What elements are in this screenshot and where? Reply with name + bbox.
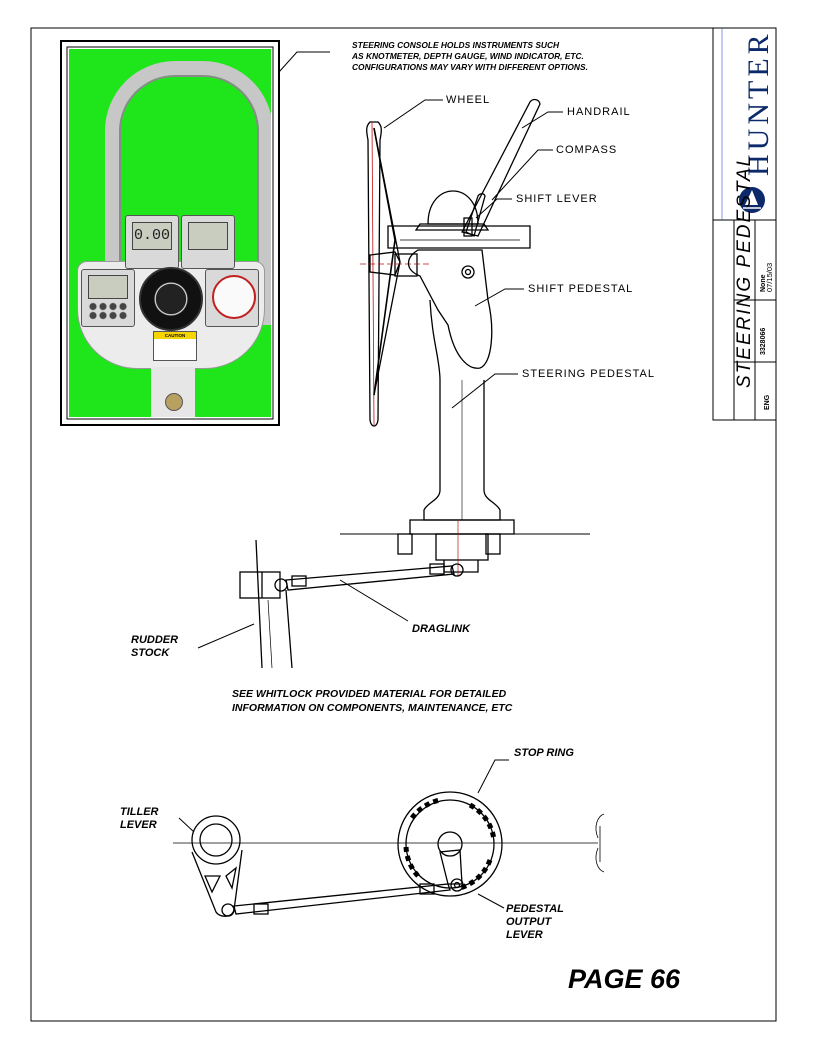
knotmeter-display: 0.00 [132,222,172,250]
whitlock-note-line-1: SEE WHITLOCK PROVIDED MATERIAL FOR DETAI… [232,688,507,700]
plan-view-drawing [173,791,605,917]
wind-dial [212,275,256,319]
label-tiller-lever: TILLER LEVER [120,806,159,832]
label-rudder-stock-line-2: STOCK [131,647,170,659]
console-note-line-1: STEERING CONSOLE HOLDS INSTRUMENTS SUCH [352,40,560,50]
label-pedestal-output-lever-line-2: OUTPUT [506,916,552,928]
drawing-date: 07/15/03 [765,262,774,292]
drawing-title: STEERING PEDESTAL [734,153,755,388]
page-number: PAGE 66 [568,964,681,994]
wind-instrument [205,269,259,327]
whitlock-note: SEE WHITLOCK PROVIDED MATERIAL FOR DETAI… [232,687,512,715]
steering-pedestal-drawing [239,98,590,669]
hunter-logo-icon [739,187,765,213]
console-note-line-2: AS KNOTMETER, DEPTH GAUGE, WIND INDICATO… [352,51,584,61]
compass-dial [139,267,203,331]
depth-display [188,222,228,250]
title-block-frame [712,27,777,421]
label-pedestal-output-lever-line-3: LEVER [506,929,543,941]
label-shift-lever: SHIFT LEVER [516,193,598,205]
depth-instrument [181,215,235,269]
label-tiller-lever-line-1: TILLER [120,806,159,818]
label-rudder-stock: RUDDER STOCK [131,634,178,660]
autopilot-buttons [88,302,128,320]
caution-sticker: CAUTION [153,331,197,361]
sheet-border [30,27,777,1022]
label-wheel: WHEEL [446,94,491,106]
photo-frame [60,40,280,426]
caution-label: CAUTION [154,332,196,339]
console-note-line-3: CONFIGURATIONS MAY VARY WITH DIFFERENT O… [352,62,588,72]
label-draglink: DRAGLINK [412,623,471,635]
console-photo: 0.00 CAUTION [69,49,271,417]
label-steering-pedestal: STEERING PEDESTAL [522,368,655,380]
console-note: STEERING CONSOLE HOLDS INSTRUMENTS SUCH … [352,40,588,73]
label-tiller-lever-line-2: LEVER [120,819,157,831]
label-pedestal-output-lever: PEDESTAL OUTPUT LEVER [506,903,564,942]
label-compass: COMPASS [556,144,618,156]
autopilot-display [88,275,128,299]
label-stop-ring: STOP RING [514,747,574,759]
label-handrail: HANDRAIL [567,106,631,118]
leader-lines [197,99,563,649]
stem-fitting [165,393,183,411]
drawn-by: ENG [764,394,771,410]
label-rudder-stock-line-1: RUDDER [131,634,179,646]
whitlock-note-line-2: INFORMATION ON COMPONENTS, MAINTENANCE, … [232,702,513,714]
label-pedestal-output-lever-line-1: PEDESTAL [506,903,564,915]
label-shift-pedestal: SHIFT PEDESTAL [528,283,634,295]
knotmeter-instrument: 0.00 [125,215,179,269]
drawing-number: 3328066 [760,327,767,355]
autopilot-instrument [81,269,135,327]
